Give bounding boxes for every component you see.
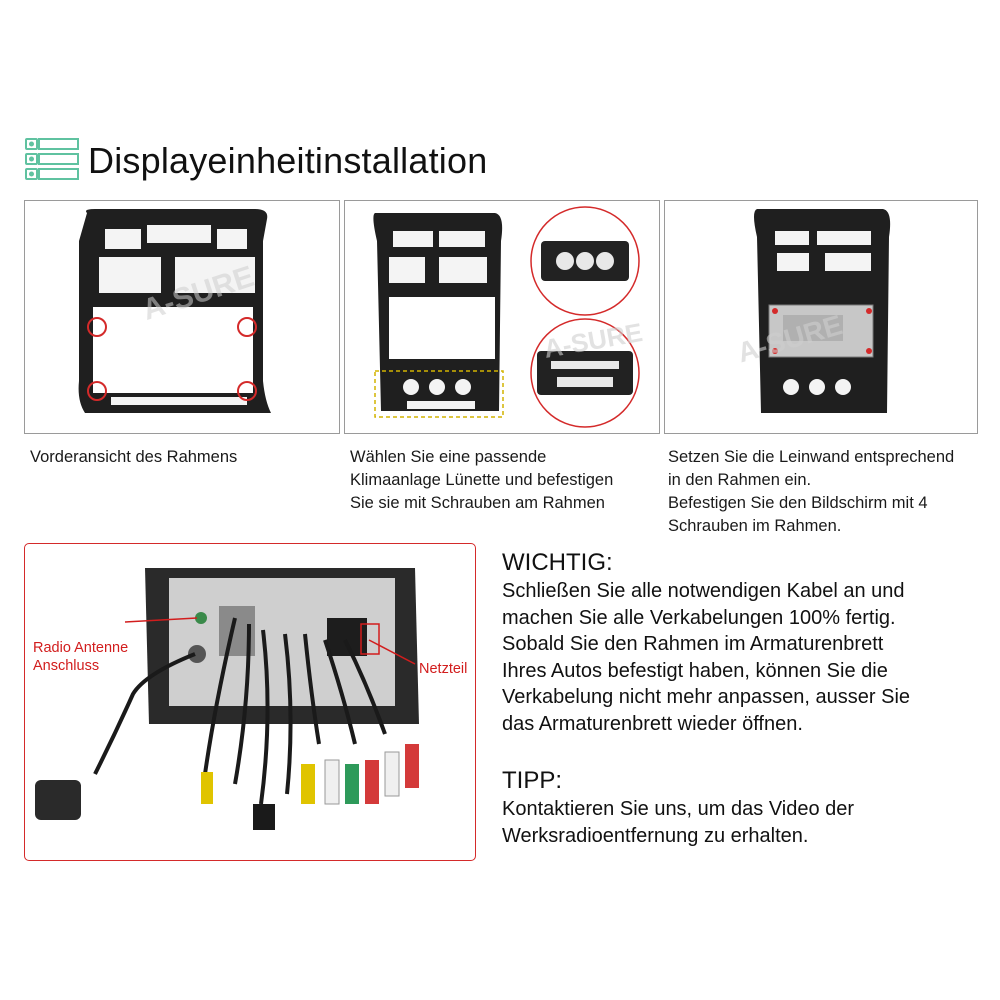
frame-front-image: A-SURE [24, 200, 340, 434]
page-title: Displayeinheitinstallation [88, 140, 488, 181]
important-text: Schließen Sie alle notwendigen Kabel an … [502, 580, 911, 735]
wiring-diagram: Radio Antenne Anschluss Netzteil [24, 543, 476, 861]
step-2-caption: Wählen Sie eine passende Klimaanlage Lün… [350, 448, 614, 512]
unit-in-frame-image: A-SURE [664, 200, 978, 434]
antenna-label: Radio Antenne Anschluss [33, 640, 129, 674]
step-3-caption: Setzen Sie die Leinwand entsprechend in … [668, 448, 955, 535]
tip-heading: TIPP: [502, 767, 563, 794]
step-1-caption: Vorderansicht des Rahmens [30, 448, 238, 466]
tip-text: Kontaktieren Sie uns, um das Video der W… [502, 798, 855, 847]
ac-bezel-image: A-SURE [344, 200, 660, 434]
power-label: Netzteil [419, 661, 468, 677]
list-icon [24, 136, 80, 184]
important-heading: WICHTIG: [502, 549, 613, 576]
